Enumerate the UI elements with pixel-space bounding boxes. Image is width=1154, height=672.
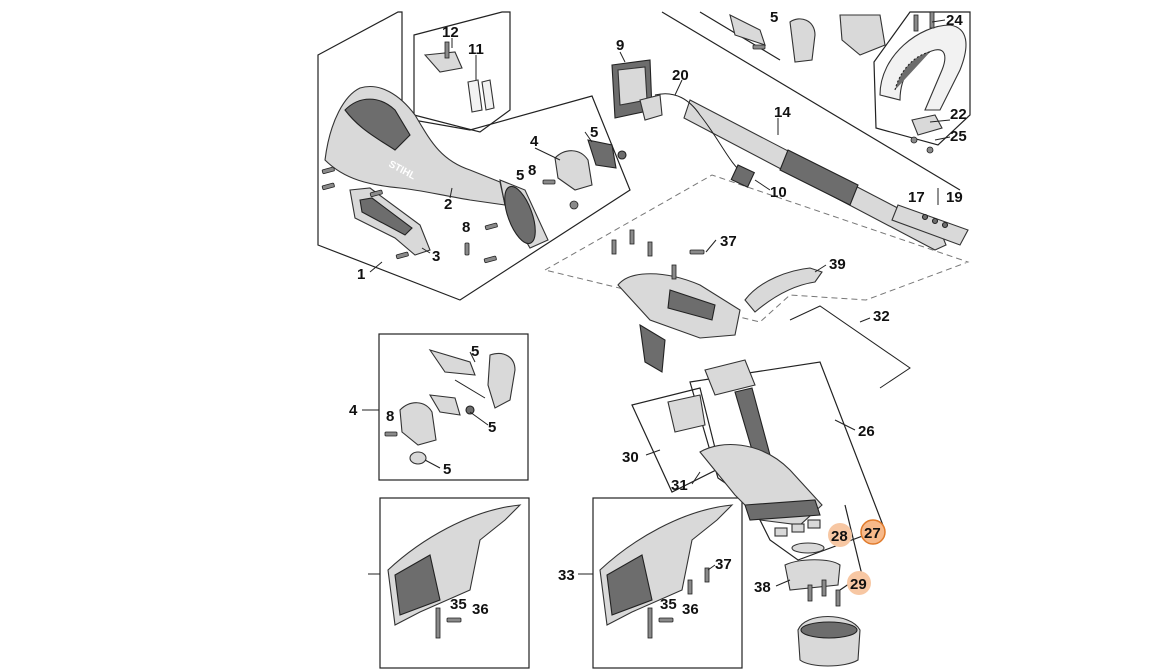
callout-14: 14 [774, 104, 791, 121]
mowing-head [797, 615, 861, 667]
callout-5f: 5 [443, 461, 451, 478]
shaft-support-frame [543, 174, 970, 323]
callout-8b: 8 [462, 219, 470, 236]
box-switch-parts [384, 349, 516, 465]
mowing-head-screws [807, 579, 841, 607]
guard-left [387, 504, 522, 639]
coupling-sleeve [499, 179, 549, 249]
housing-shell-left [349, 187, 431, 256]
callout-5c: 5 [770, 9, 778, 26]
gearhead-housing [704, 359, 771, 461]
shaft-group-frame [661, 11, 961, 191]
switch-group-frame [413, 11, 511, 133]
callout-26: 26 [858, 423, 875, 440]
gearhead-frame [689, 361, 885, 561]
mowing-head-base [784, 559, 841, 591]
callout-10: 10 [770, 184, 787, 201]
callout-30: 30 [622, 449, 639, 466]
callout-32: 32 [873, 308, 890, 325]
callout-22: 22 [950, 106, 967, 123]
callout-38: 38 [754, 579, 771, 596]
callout-25: 25 [950, 128, 967, 145]
callout-3: 3 [432, 248, 440, 265]
callout-39: 39 [829, 256, 846, 273]
washer-set [774, 519, 825, 554]
handle-clamp [910, 11, 943, 154]
switch-spring [467, 79, 495, 113]
guard-box-33 [592, 497, 743, 669]
callout-29-highlight [847, 571, 871, 595]
housing-group-frame [317, 11, 631, 301]
callout-11: 11 [468, 41, 484, 58]
guard-33 [599, 504, 734, 639]
callout-1: 1 [357, 266, 365, 283]
gear-case [699, 443, 823, 526]
callout-36a: 36 [472, 601, 489, 618]
rating-plate [891, 204, 969, 246]
callout-27-highlight[interactable] [860, 519, 886, 545]
leader-lines [362, 19, 951, 587]
callout-2: 2 [444, 196, 452, 213]
callout-27[interactable]: 27 [864, 525, 881, 542]
callout-numbers: 1 2 3 4 4 5 5 5 5 5 5 8 8 8 9 10 11 12 1… [349, 9, 967, 618]
callout-4b: 4 [349, 402, 358, 419]
callout-4a: 4 [530, 133, 539, 150]
switch-assembly-top [542, 139, 627, 210]
shaft-tube [683, 99, 947, 251]
handle-group-frame [873, 11, 971, 146]
callout-5d: 5 [471, 343, 479, 360]
upper-switch-parts [729, 13, 886, 63]
motor-housing: STIHL [324, 86, 506, 206]
guard-box-left [379, 497, 530, 669]
callout-28-highlight [828, 523, 852, 547]
deflector-bracket [789, 305, 911, 389]
switch-parts-box [378, 333, 529, 481]
callout-35b: 35 [660, 596, 677, 613]
loop-handle [879, 24, 967, 111]
callout-24: 24 [946, 12, 963, 29]
callout-33: 33 [558, 567, 575, 584]
callout-37b: 37 [715, 556, 732, 573]
auxiliary-handle [744, 267, 823, 313]
switch-lever [423, 41, 463, 73]
callout-28: 28 [831, 528, 848, 545]
connector-cable [639, 93, 756, 188]
callout-5b: 5 [516, 167, 524, 184]
callout-19: 19 [946, 189, 963, 206]
callout-9: 9 [616, 37, 624, 54]
shaft-support [611, 229, 741, 373]
callout-31: 31 [671, 477, 688, 494]
callout-20: 20 [672, 67, 689, 84]
housing-screws [321, 166, 498, 264]
bearing-block [667, 394, 706, 433]
callout-5a: 5 [590, 124, 598, 141]
callout-8a: 8 [528, 162, 536, 179]
callout-5e: 5 [488, 419, 496, 436]
callout-29: 29 [850, 576, 867, 593]
callout-35a: 35 [450, 596, 467, 613]
callout-8c: 8 [386, 408, 394, 425]
callout-36b: 36 [682, 601, 699, 618]
callout-12: 12 [442, 24, 459, 41]
callout-17: 17 [908, 189, 925, 206]
callout-37a: 37 [720, 233, 737, 250]
